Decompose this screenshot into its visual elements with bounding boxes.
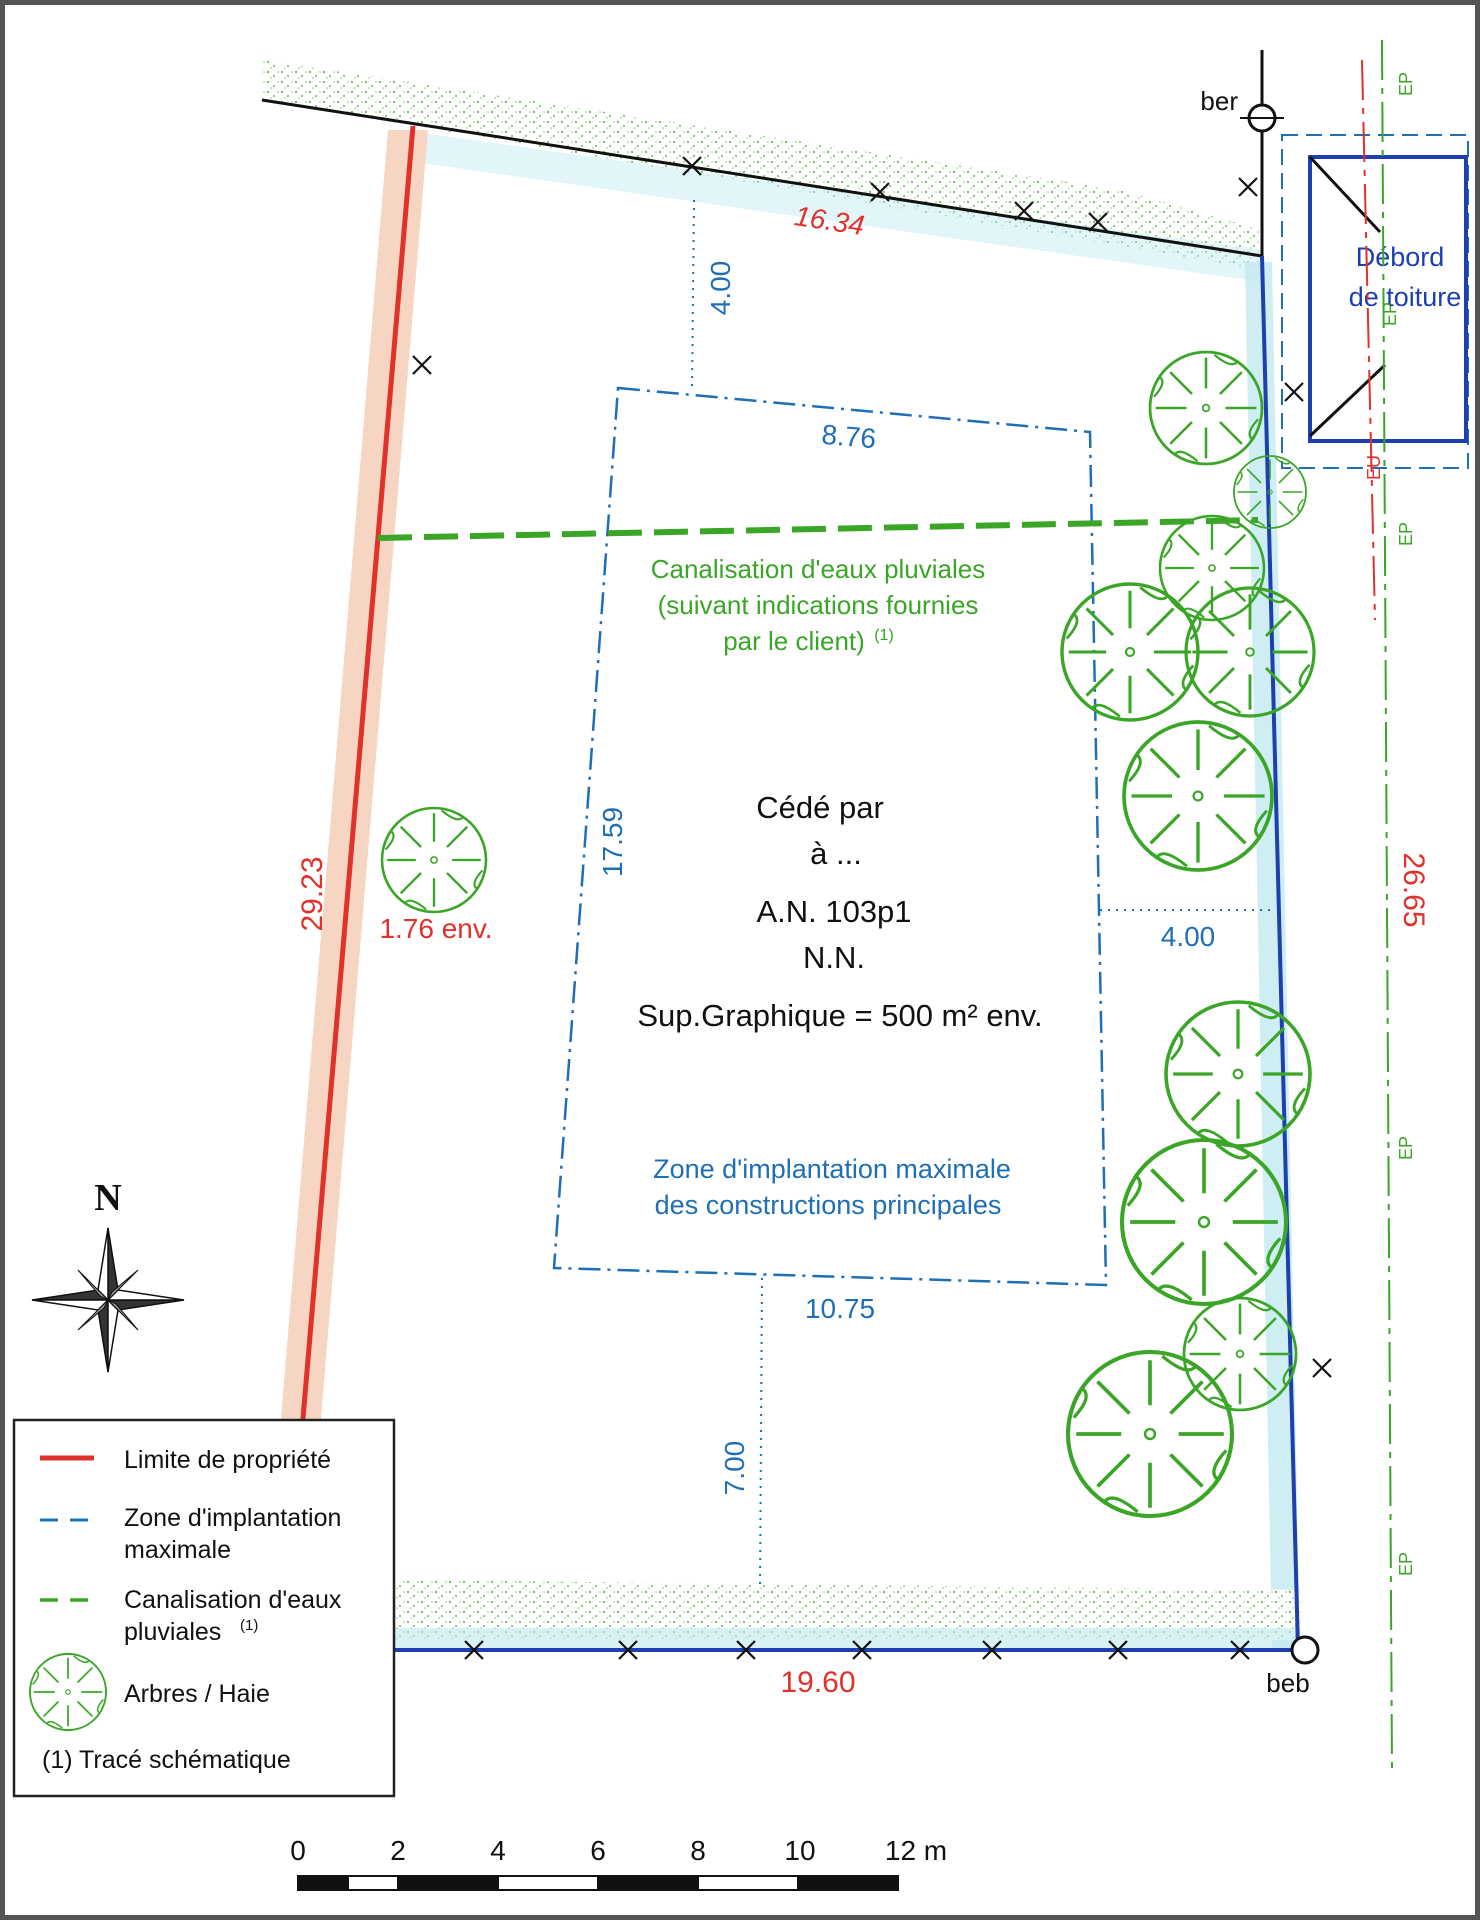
- legend-drainage-1: Canalisation d'eaux: [124, 1586, 342, 1614]
- legend-property-limit: Limite de propriété: [124, 1446, 331, 1474]
- north-setback: 4.00: [705, 261, 736, 316]
- north-arrow: N: [31, 1177, 185, 1373]
- south-hedge: [395, 1580, 1300, 1640]
- zone-label: Zone d'implantation maximale des constru…: [653, 1154, 1011, 1220]
- stormwater-label-5: EP: [1396, 1552, 1416, 1576]
- roof-overhang-label-2: de toiture: [1349, 282, 1462, 312]
- east-edge-length: 26.65: [1397, 852, 1430, 927]
- parcel-label: Cédé par à ... A.N. 103p1 N.N. Sup.Graph…: [637, 790, 1042, 1033]
- svg-text:(suivant indications fournies: (suivant indications fournies: [658, 590, 979, 620]
- svg-text:Canalisation d'eaux pluviales: Canalisation d'eaux pluviales: [651, 554, 986, 584]
- corner-label-ber: ber: [1200, 86, 1238, 116]
- legend-zone-1: Zone d'implantation: [124, 1504, 341, 1532]
- legend-note: (1) Tracé schématique: [42, 1746, 291, 1774]
- west-edge-length: 29.23: [296, 856, 329, 931]
- scale-tick-10: 10: [784, 1835, 815, 1866]
- south-setback: 7.00: [719, 1441, 750, 1496]
- zone-top-length: 8.76: [820, 419, 877, 455]
- corner-marker-beb: [1290, 1635, 1320, 1665]
- drainage-pipe: [377, 517, 1259, 541]
- legend-drainage-sup: (1): [240, 1617, 258, 1634]
- south-band: [395, 1628, 1300, 1650]
- north-label: N: [94, 1177, 121, 1219]
- building-zone-outline: [552, 386, 1108, 1287]
- parcel-assignee: Cédé par: [756, 790, 884, 825]
- scale-tick-8: 8: [690, 1835, 706, 1866]
- north-band: [400, 130, 1262, 282]
- legend-zone-2: maximale: [124, 1536, 231, 1564]
- south-edge-length: 19.60: [780, 1666, 855, 1699]
- stormwater-label-1: EP: [1396, 72, 1416, 96]
- sewer-label: EU: [1364, 455, 1384, 480]
- parcel-nn: N.N.: [803, 940, 865, 975]
- stormwater-label-4: EP: [1396, 1136, 1416, 1160]
- east-boundary: [1260, 255, 1300, 1651]
- svg-text:des constructions principales: des constructions principales: [655, 1190, 1002, 1220]
- north-boundary: [261, 98, 1263, 258]
- scale-tick-4: 4: [490, 1835, 506, 1866]
- legend-trees: Arbres / Haie: [124, 1680, 270, 1708]
- east-setback: 4.00: [1161, 921, 1216, 952]
- legend-drainage-2: pluviales: [124, 1618, 221, 1646]
- scale-tick-2: 2: [390, 1835, 406, 1866]
- scale-tick-0: 0: [290, 1835, 306, 1866]
- svg-text:par le client): par le client): [723, 626, 865, 656]
- stormwater-label-2: EP: [1380, 302, 1400, 326]
- west-property-limit: [299, 125, 416, 1431]
- scale-tick-6: 6: [590, 1835, 606, 1866]
- sewer-line: [1361, 59, 1376, 621]
- roof-overhang-label-1: Débord: [1356, 242, 1445, 272]
- stormwater-network: [1381, 39, 1393, 1771]
- drainage-label: Canalisation d'eaux pluviales (suivant i…: [651, 554, 986, 656]
- svg-text:(1): (1): [874, 627, 894, 644]
- west-band: [280, 130, 428, 1430]
- parcel-number: A.N. 103p1: [756, 894, 911, 929]
- north-setback-line: [691, 199, 695, 393]
- east-band: [1245, 262, 1300, 1648]
- stormwater-label-3: EP: [1396, 522, 1416, 546]
- scale-bar: 0 2 4 6 8 10 12 m: [290, 1835, 947, 1891]
- parcel-recipient: à ...: [810, 836, 862, 871]
- svg-text:Zone d'implantation maximale: Zone d'implantation maximale: [653, 1154, 1011, 1184]
- parcel-area: Sup.Graphique = 500 m² env.: [637, 998, 1042, 1033]
- zone-bottom-length: 10.75: [805, 1293, 875, 1324]
- compass-rose-icon: [31, 1227, 185, 1373]
- zone-left-length: 17.59: [597, 807, 628, 877]
- tree-offset: 1.76 env.: [379, 913, 492, 944]
- legend: Limite de propriété Zone d'implantation …: [12, 1418, 396, 1798]
- scale-tick-12m: 12 m: [885, 1835, 947, 1866]
- corner-label-beb: beb: [1266, 1668, 1309, 1698]
